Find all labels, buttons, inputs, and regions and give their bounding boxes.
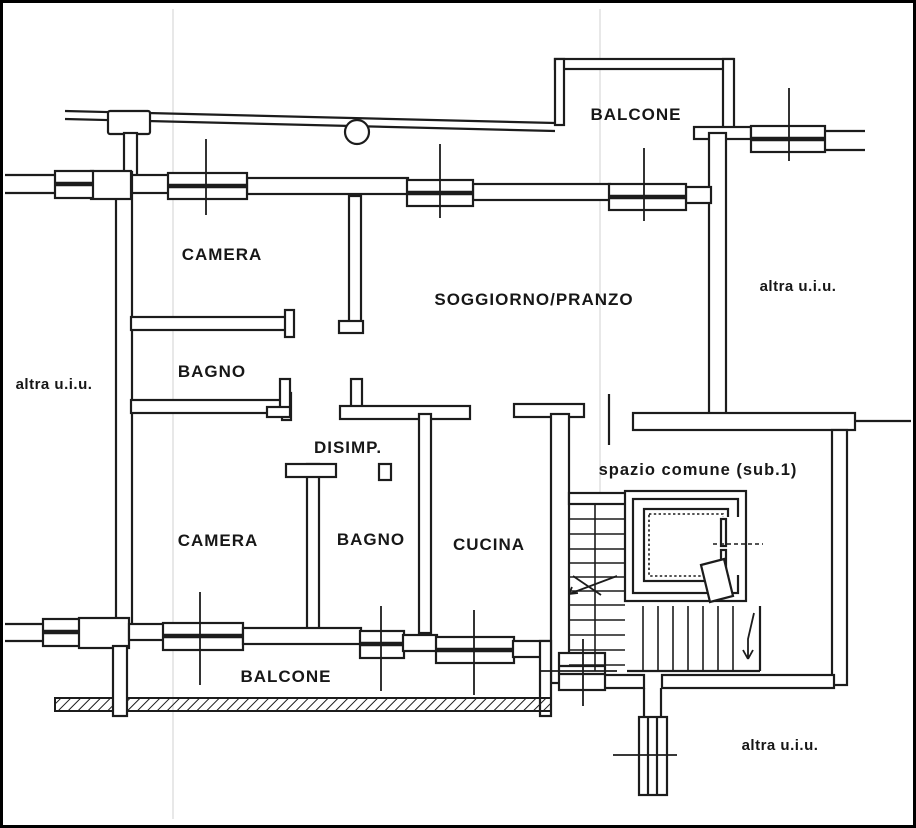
pillar-symbol bbox=[106, 109, 152, 136]
stair-flight-left bbox=[568, 504, 625, 671]
room-label-bagno-1: BAGNO bbox=[178, 362, 246, 381]
bottom-wall bbox=[5, 592, 617, 718]
floor-plan-drawing: BALCONE CAMERA SOGGIORNO/PRANZO altra u.… bbox=[5, 9, 911, 819]
room-label-balcone-top: BALCONE bbox=[590, 105, 681, 124]
window-symbol-corridor bbox=[613, 715, 677, 797]
stair-flight-bottom bbox=[627, 606, 762, 673]
label-altra-uiu-right: altra u.i.u. bbox=[760, 278, 837, 295]
column-circle-symbol bbox=[343, 118, 371, 146]
exterior-walls bbox=[5, 131, 728, 637]
interior-walls bbox=[129, 194, 611, 635]
room-label-disimp: DISIMP. bbox=[314, 438, 382, 457]
stair-direction-arrow bbox=[742, 612, 755, 660]
room-label-balcone-bottom: BALCONE bbox=[240, 667, 331, 686]
room-label-soggiorno-pranzo: SOGGIORNO/PRANZO bbox=[434, 290, 633, 309]
room-label-camera-2: CAMERA bbox=[178, 531, 259, 550]
stairs bbox=[567, 491, 762, 673]
elevator-door-jamb bbox=[699, 557, 735, 604]
stairwell-walls bbox=[549, 411, 911, 717]
room-label-bagno-2: BAGNO bbox=[337, 530, 405, 549]
label-altra-uiu-bottom: altra u.i.u. bbox=[742, 737, 819, 754]
elevator bbox=[623, 489, 763, 604]
window-symbols-top-wall bbox=[166, 139, 688, 221]
balcony-top bbox=[553, 57, 753, 141]
label-spazio-comune: spazio comune (sub.1) bbox=[599, 461, 798, 479]
balcony-railing bbox=[64, 109, 556, 181]
room-labels: BALCONE CAMERA SOGGIORNO/PRANZO altra u.… bbox=[16, 105, 837, 754]
label-altra-uiu-left: altra u.i.u. bbox=[16, 376, 93, 393]
room-label-camera-1: CAMERA bbox=[182, 245, 263, 264]
room-label-cucina: CUCINA bbox=[453, 535, 525, 554]
stair-direction-cross bbox=[568, 575, 618, 596]
elevator-door-leaf bbox=[719, 517, 728, 548]
pillar-stem-bottom bbox=[111, 644, 129, 718]
balcony-bottom-edge bbox=[54, 644, 552, 718]
window-symbol-top-right bbox=[749, 88, 865, 161]
